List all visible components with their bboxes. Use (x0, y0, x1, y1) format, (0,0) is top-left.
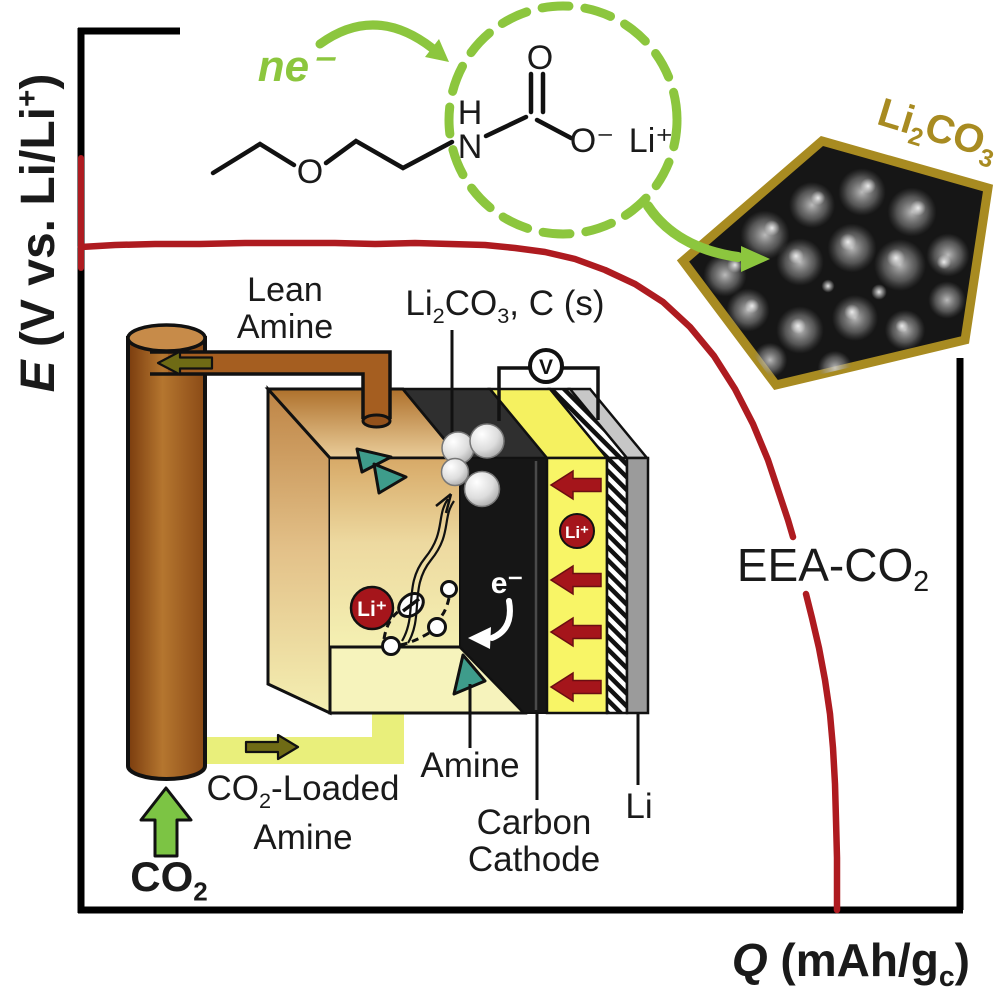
discharge-curve (77, 155, 841, 914)
layer-pointer-lines (468, 684, 640, 800)
li-ion-flux-arrows (549, 469, 602, 703)
curve-plateau (77, 239, 797, 541)
li-anode-label: Li (625, 787, 653, 826)
li-flux-arrow-icon (549, 616, 602, 648)
ether-oxygen: O (297, 153, 323, 191)
mesh-layer (605, 456, 629, 715)
discharge-products-label: Li2CO3, C (s) (405, 284, 605, 328)
curve-dropoff (802, 590, 841, 914)
flow-arrow-left-icon (156, 350, 214, 376)
co2-feed-arrow-icon (139, 786, 193, 858)
growth-squiggle-arrow (401, 493, 455, 644)
co2-loaded-amine-pipe (166, 692, 404, 764)
particle-sphere (463, 470, 501, 508)
voltmeter-label: V (539, 356, 553, 379)
electron-label: e⁻ (491, 567, 524, 600)
particle-sphere (440, 457, 470, 487)
voltmeter-icon (528, 348, 564, 384)
sem-inset (676, 136, 994, 391)
electron-count-label: ne⁻ (257, 42, 333, 91)
li-ion-label: Li⁺ (565, 523, 589, 542)
amine-label: Amine (420, 746, 520, 785)
lean-amine-pipe (150, 350, 392, 429)
li-flux-arrow-icon (549, 564, 602, 596)
amide-hydrogen: H (458, 94, 483, 132)
electrode-stack (400, 387, 650, 715)
electron-transfer: e⁻ (468, 567, 523, 649)
flow-arrow-right-icon (244, 733, 300, 761)
reaction-highlight-circle (444, 1, 682, 239)
amine-triangle-icon (372, 462, 408, 495)
li-ion-electrolyte: Li⁺ (349, 585, 395, 631)
li-flux-arrow-icon (549, 469, 602, 501)
arrowhead-icon (425, 39, 449, 62)
product-output-arrow (643, 201, 770, 272)
curve-series-label: EEA-CO2 (736, 539, 930, 599)
amide-nitrogen: N (458, 128, 483, 166)
electron-arrowhead-icon (468, 627, 491, 649)
electron-input-arrow (315, 20, 449, 62)
li-ion-label: Li⁺ (357, 598, 387, 621)
voltmeter: V (497, 348, 600, 421)
li-ion-separator: Li⁺ (559, 513, 595, 549)
absorber-column (126, 323, 207, 781)
particle-sphere (469, 423, 505, 459)
carbonyl-oxygen: O (527, 39, 553, 77)
x-axis-label: Q (mAh/gc) (731, 934, 970, 994)
lithium-counterion: Li⁺ (629, 122, 673, 160)
co2-loaded-amine-label: CO2-Loaded Amine (206, 769, 400, 857)
li-anode-layer (625, 456, 650, 715)
arrowhead-icon (741, 246, 770, 272)
li2co3-particles (440, 423, 505, 508)
carbamate-molecule: O H N O O⁻ Li⁺ (210, 1, 682, 239)
co2-feed-label: CO2 (130, 853, 208, 907)
carboxylate-oxygen: O⁻ (570, 122, 614, 160)
sem-texture (695, 159, 978, 385)
y-axis-label: E (V vs. Li/Li+) (11, 73, 65, 393)
li-flux-arrow-icon (549, 671, 602, 703)
